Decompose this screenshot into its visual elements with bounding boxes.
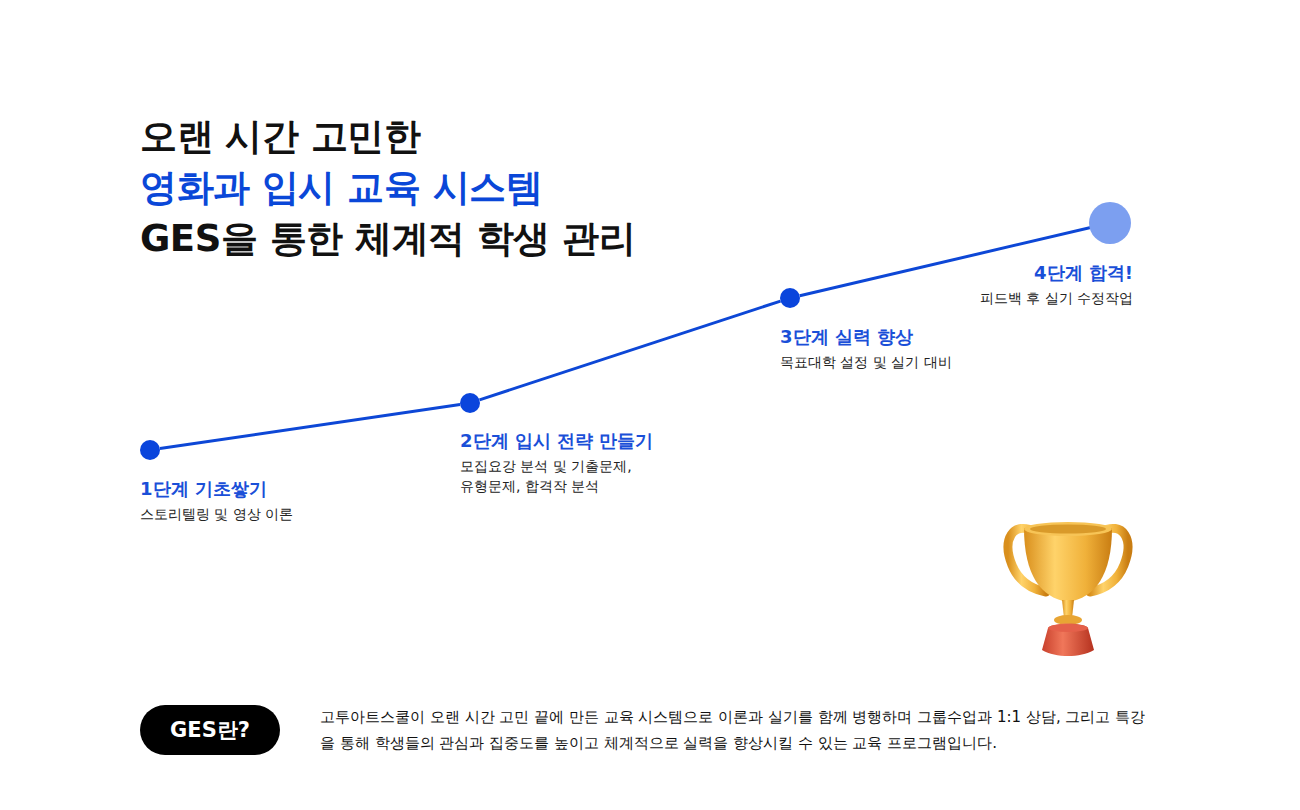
step-description: 모집요강 분석 및 기출문제, 유형문제, 합격작 분석	[460, 456, 632, 496]
step-description: 목표대학 설정 및 실기 대비	[780, 352, 1020, 372]
pill-label: GES란?	[170, 716, 250, 744]
step-dot: 4단계 합격!피드백 후 실기 수정작업	[1100, 213, 1120, 233]
step-heading: 2단계 입시 전략 만들기	[460, 430, 653, 452]
ges-pill: GES란?	[140, 705, 280, 755]
progress-line	[800, 225, 1101, 295]
step-dot: 3단계 실력 향상목표대학 설정 및 실기 대비	[780, 288, 800, 308]
step-dot: 1단계 기초쌓기스토리텔링 및 영상 이론	[140, 440, 160, 460]
heading-line: 영화과 입시 교육 시스템	[140, 163, 542, 213]
step-description: 스토리텔링 및 영상 이론	[140, 504, 380, 524]
step-heading: 1단계 기초쌓기	[140, 478, 267, 500]
progress-line	[160, 404, 460, 448]
heading-line: 오랜 시간 고민한	[140, 112, 420, 162]
heading-line: GES을 통한 체계적 학생 관리	[140, 214, 635, 264]
step-heading: 4단계 합격!	[1034, 262, 1133, 284]
progress-line	[480, 301, 781, 400]
goal-halo	[1089, 202, 1131, 244]
step-description: 피드백 후 실기 수정작업	[893, 288, 1133, 308]
step-dot: 2단계 입시 전략 만들기모집요강 분석 및 기출문제, 유형문제, 합격작 분…	[460, 393, 480, 413]
trophy	[1008, 522, 1128, 656]
step-heading: 3단계 실력 향상	[780, 326, 913, 348]
description-text: 고투아트스쿨이 오랜 시간 고민 끝에 만든 교육 시스템으로 이론과 실기를 …	[320, 704, 1160, 756]
